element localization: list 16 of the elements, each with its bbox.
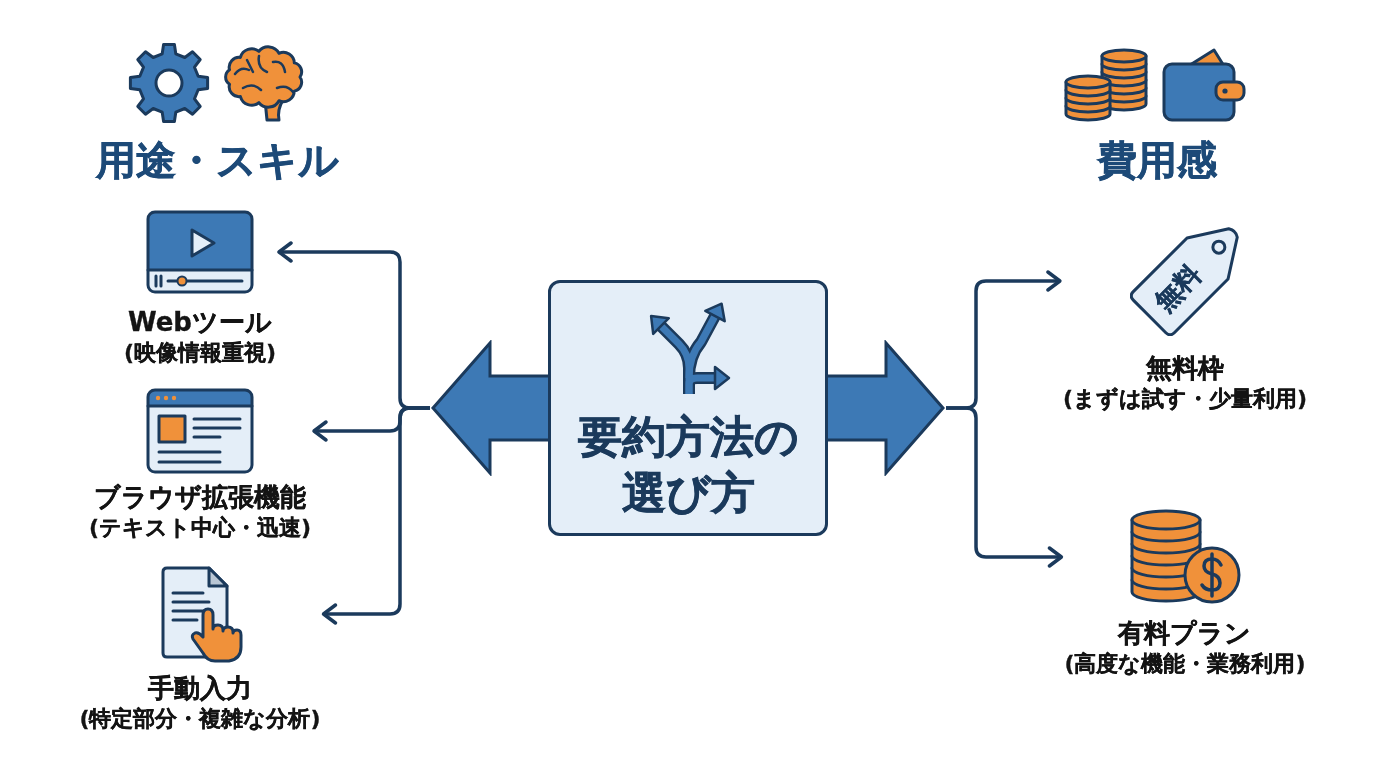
arrow bbox=[321, 406, 430, 625]
column-heading: 用途・スキル bbox=[95, 136, 339, 184]
box-title: 要約方法の選び方 bbox=[576, 410, 800, 520]
item-subtitle: (特定部分・複雑な分析) bbox=[79, 705, 321, 733]
item-title: Webツール bbox=[128, 306, 272, 338]
item-subtitle: (まずは試す・少量利用) bbox=[1062, 385, 1308, 413]
item-title: 無料枠 bbox=[1146, 352, 1224, 384]
tag-text: 無料 bbox=[1149, 259, 1207, 317]
arrow bbox=[946, 406, 1064, 568]
item-subtitle: (高度な機能・業務利用) bbox=[1064, 650, 1306, 678]
column-heading: 費用感 bbox=[1097, 136, 1217, 184]
item-subtitle: (映像情報重視) bbox=[123, 339, 277, 367]
item-title: ブラウザ拡張機能 bbox=[94, 481, 306, 513]
item-title: 有料プラン bbox=[1118, 617, 1252, 649]
item-title: 手動入力 bbox=[148, 672, 252, 704]
item-subtitle: (テキスト中心・迅速) bbox=[88, 514, 312, 542]
